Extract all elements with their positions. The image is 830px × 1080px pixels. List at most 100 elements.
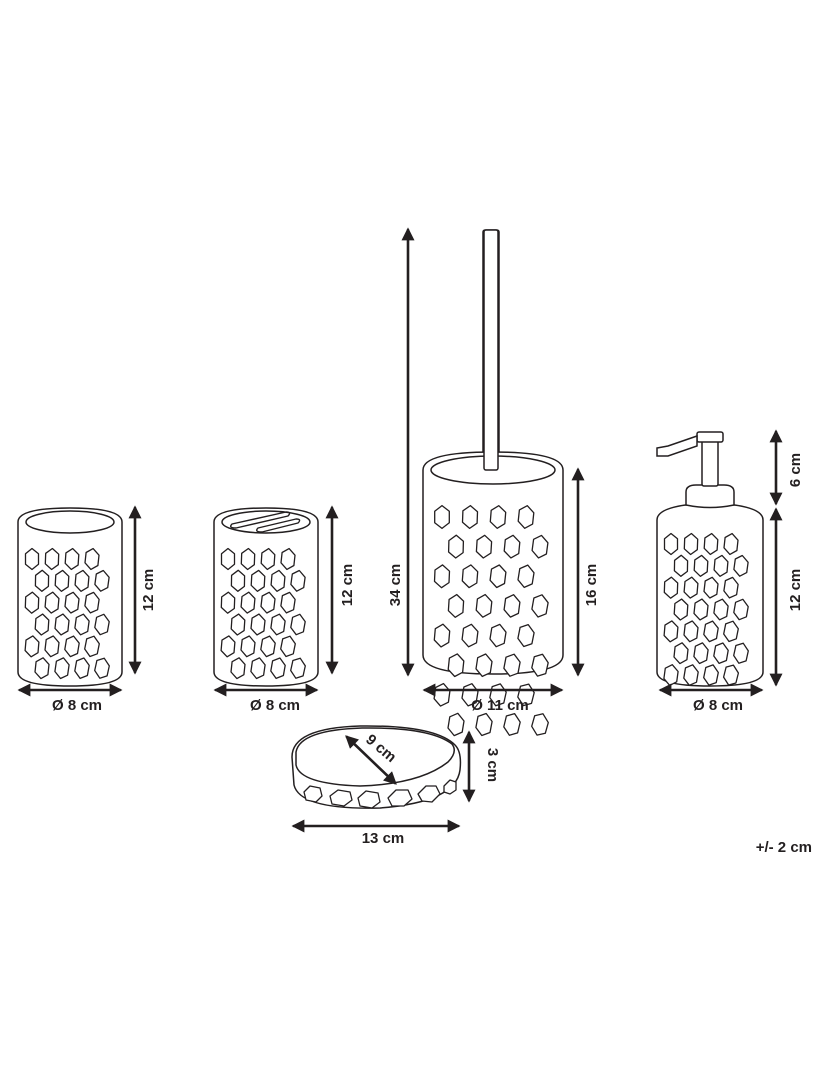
hex-cell <box>220 635 236 658</box>
hex-cell <box>230 613 246 636</box>
hex-cell <box>433 682 451 707</box>
hex-cell <box>44 547 60 571</box>
hex-cell <box>260 547 276 571</box>
hex-cell <box>447 653 465 678</box>
toilet-brush-drawing <box>401 227 585 737</box>
hex-cell <box>713 554 729 577</box>
hex-cell <box>663 532 679 556</box>
hex-cell <box>723 620 739 643</box>
hex-cell <box>240 635 256 658</box>
hex-cell <box>713 642 729 665</box>
hex-cell <box>693 642 709 665</box>
hex-cell <box>447 712 465 737</box>
hex-cell <box>230 569 246 592</box>
hex-cell <box>250 657 266 680</box>
hex-cell <box>461 623 479 648</box>
hex-cell <box>270 613 286 636</box>
hex-cell <box>673 642 689 665</box>
hex-cell <box>475 534 493 559</box>
hex-cell <box>64 635 80 658</box>
soap-dispenser-diameter-label: Ø 8 cm <box>693 697 743 714</box>
tumbler-height-label: 12 cm <box>140 569 157 612</box>
tolerance-note: +/- 2 cm <box>756 839 812 856</box>
hex-pattern <box>663 532 749 687</box>
hex-cell <box>240 547 256 571</box>
hex-cell <box>713 598 729 621</box>
hex-cell <box>250 613 266 636</box>
hex-cell <box>54 569 70 592</box>
soap-dish-hex-row <box>303 779 457 809</box>
hex-cell <box>54 613 70 636</box>
toilet-brush-height-label: 16 cm <box>583 564 600 607</box>
hex-cell <box>475 653 493 678</box>
hex-cell <box>489 505 507 529</box>
hex-cell <box>64 591 80 614</box>
soap-dish-drawing <box>291 725 476 833</box>
hex-cell <box>489 564 507 589</box>
hex-cell <box>703 620 719 643</box>
hex-cell <box>503 712 521 736</box>
hex-cell <box>517 505 535 529</box>
hex-cell <box>84 591 100 614</box>
hex-cell <box>693 598 709 621</box>
hex-pattern <box>220 547 306 680</box>
hex-cell <box>531 534 549 559</box>
hex-cell <box>44 635 60 658</box>
hex-cell <box>503 594 521 618</box>
hex-cell <box>531 713 549 736</box>
hex-cell <box>683 576 699 599</box>
hex-cell <box>475 712 493 737</box>
hex-cell <box>280 635 296 658</box>
hex-cell <box>260 591 276 614</box>
hex-cell <box>447 534 465 559</box>
toothbrush-holder-drawing <box>213 505 339 697</box>
hex-cell <box>290 613 306 636</box>
hex-cell <box>280 547 296 571</box>
hex-cell <box>723 576 739 599</box>
hex-cell <box>74 613 90 636</box>
hex-cell <box>270 569 286 592</box>
hex-cell <box>531 594 549 618</box>
hex-cell <box>34 569 50 592</box>
hex-pattern <box>433 504 549 737</box>
hex-cell <box>34 657 50 680</box>
hex-cell <box>703 576 719 599</box>
hex-cell <box>663 576 679 599</box>
hex-cell <box>475 593 493 618</box>
hex-cell <box>270 657 286 680</box>
hex-cell <box>84 547 100 571</box>
hex-cell <box>733 642 749 664</box>
hex-cell <box>220 591 236 614</box>
hex-cell <box>24 635 40 658</box>
hex-cell <box>673 554 689 577</box>
hex-cell <box>250 569 266 592</box>
soap-dispenser-height-label: 12 cm <box>787 569 804 612</box>
hex-cell <box>44 591 60 614</box>
tumbler-drawing <box>17 505 142 697</box>
hex-cell <box>447 593 465 618</box>
hex-cell <box>733 598 749 621</box>
soap-dish-height-label: 3 cm <box>484 748 501 782</box>
hex-cell <box>683 532 699 556</box>
hex-cell <box>34 613 50 636</box>
hex-cell <box>683 620 699 643</box>
hex-cell <box>290 657 306 679</box>
toilet-brush-diameter-label: Ø 11 cm <box>471 697 529 714</box>
hex-cell <box>531 653 549 677</box>
hex-cell <box>280 591 296 614</box>
toilet-brush-total-height-label: 34 cm <box>387 564 404 607</box>
hex-pattern <box>24 547 110 680</box>
hex-cell <box>517 623 535 648</box>
hex-cell <box>230 657 246 680</box>
hex-cell <box>24 591 40 614</box>
hex-cell <box>723 532 739 556</box>
hex-cell <box>433 564 451 589</box>
hex-cell <box>433 623 451 648</box>
hex-cell <box>74 657 90 680</box>
hex-cell <box>94 569 110 592</box>
tumbler-diameter-label: Ø 8 cm <box>52 697 102 714</box>
hex-cell <box>503 534 521 559</box>
hex-cell <box>84 635 100 658</box>
hex-cell <box>461 564 479 589</box>
toothbrush-holder-height-label: 12 cm <box>339 564 356 607</box>
